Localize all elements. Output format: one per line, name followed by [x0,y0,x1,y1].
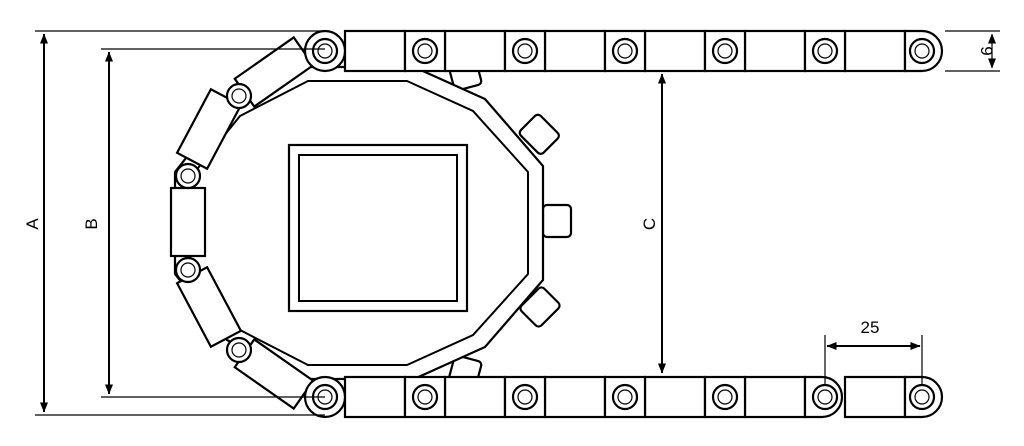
dim-c-label: C [640,218,659,230]
height-label: 9 [977,46,996,55]
dimension-height [945,30,1000,72]
chain-side-links [169,35,315,411]
center-square [287,143,469,313]
chain-pins [174,37,936,411]
dimension-b [101,48,325,398]
dim-a-label: A [23,218,42,230]
dimension-a [35,30,325,416]
bottom-chain-run [303,375,944,419]
dim-b-label: B [82,218,101,229]
pitch-label: 25 [861,318,880,337]
dimension-pitch [824,335,923,385]
